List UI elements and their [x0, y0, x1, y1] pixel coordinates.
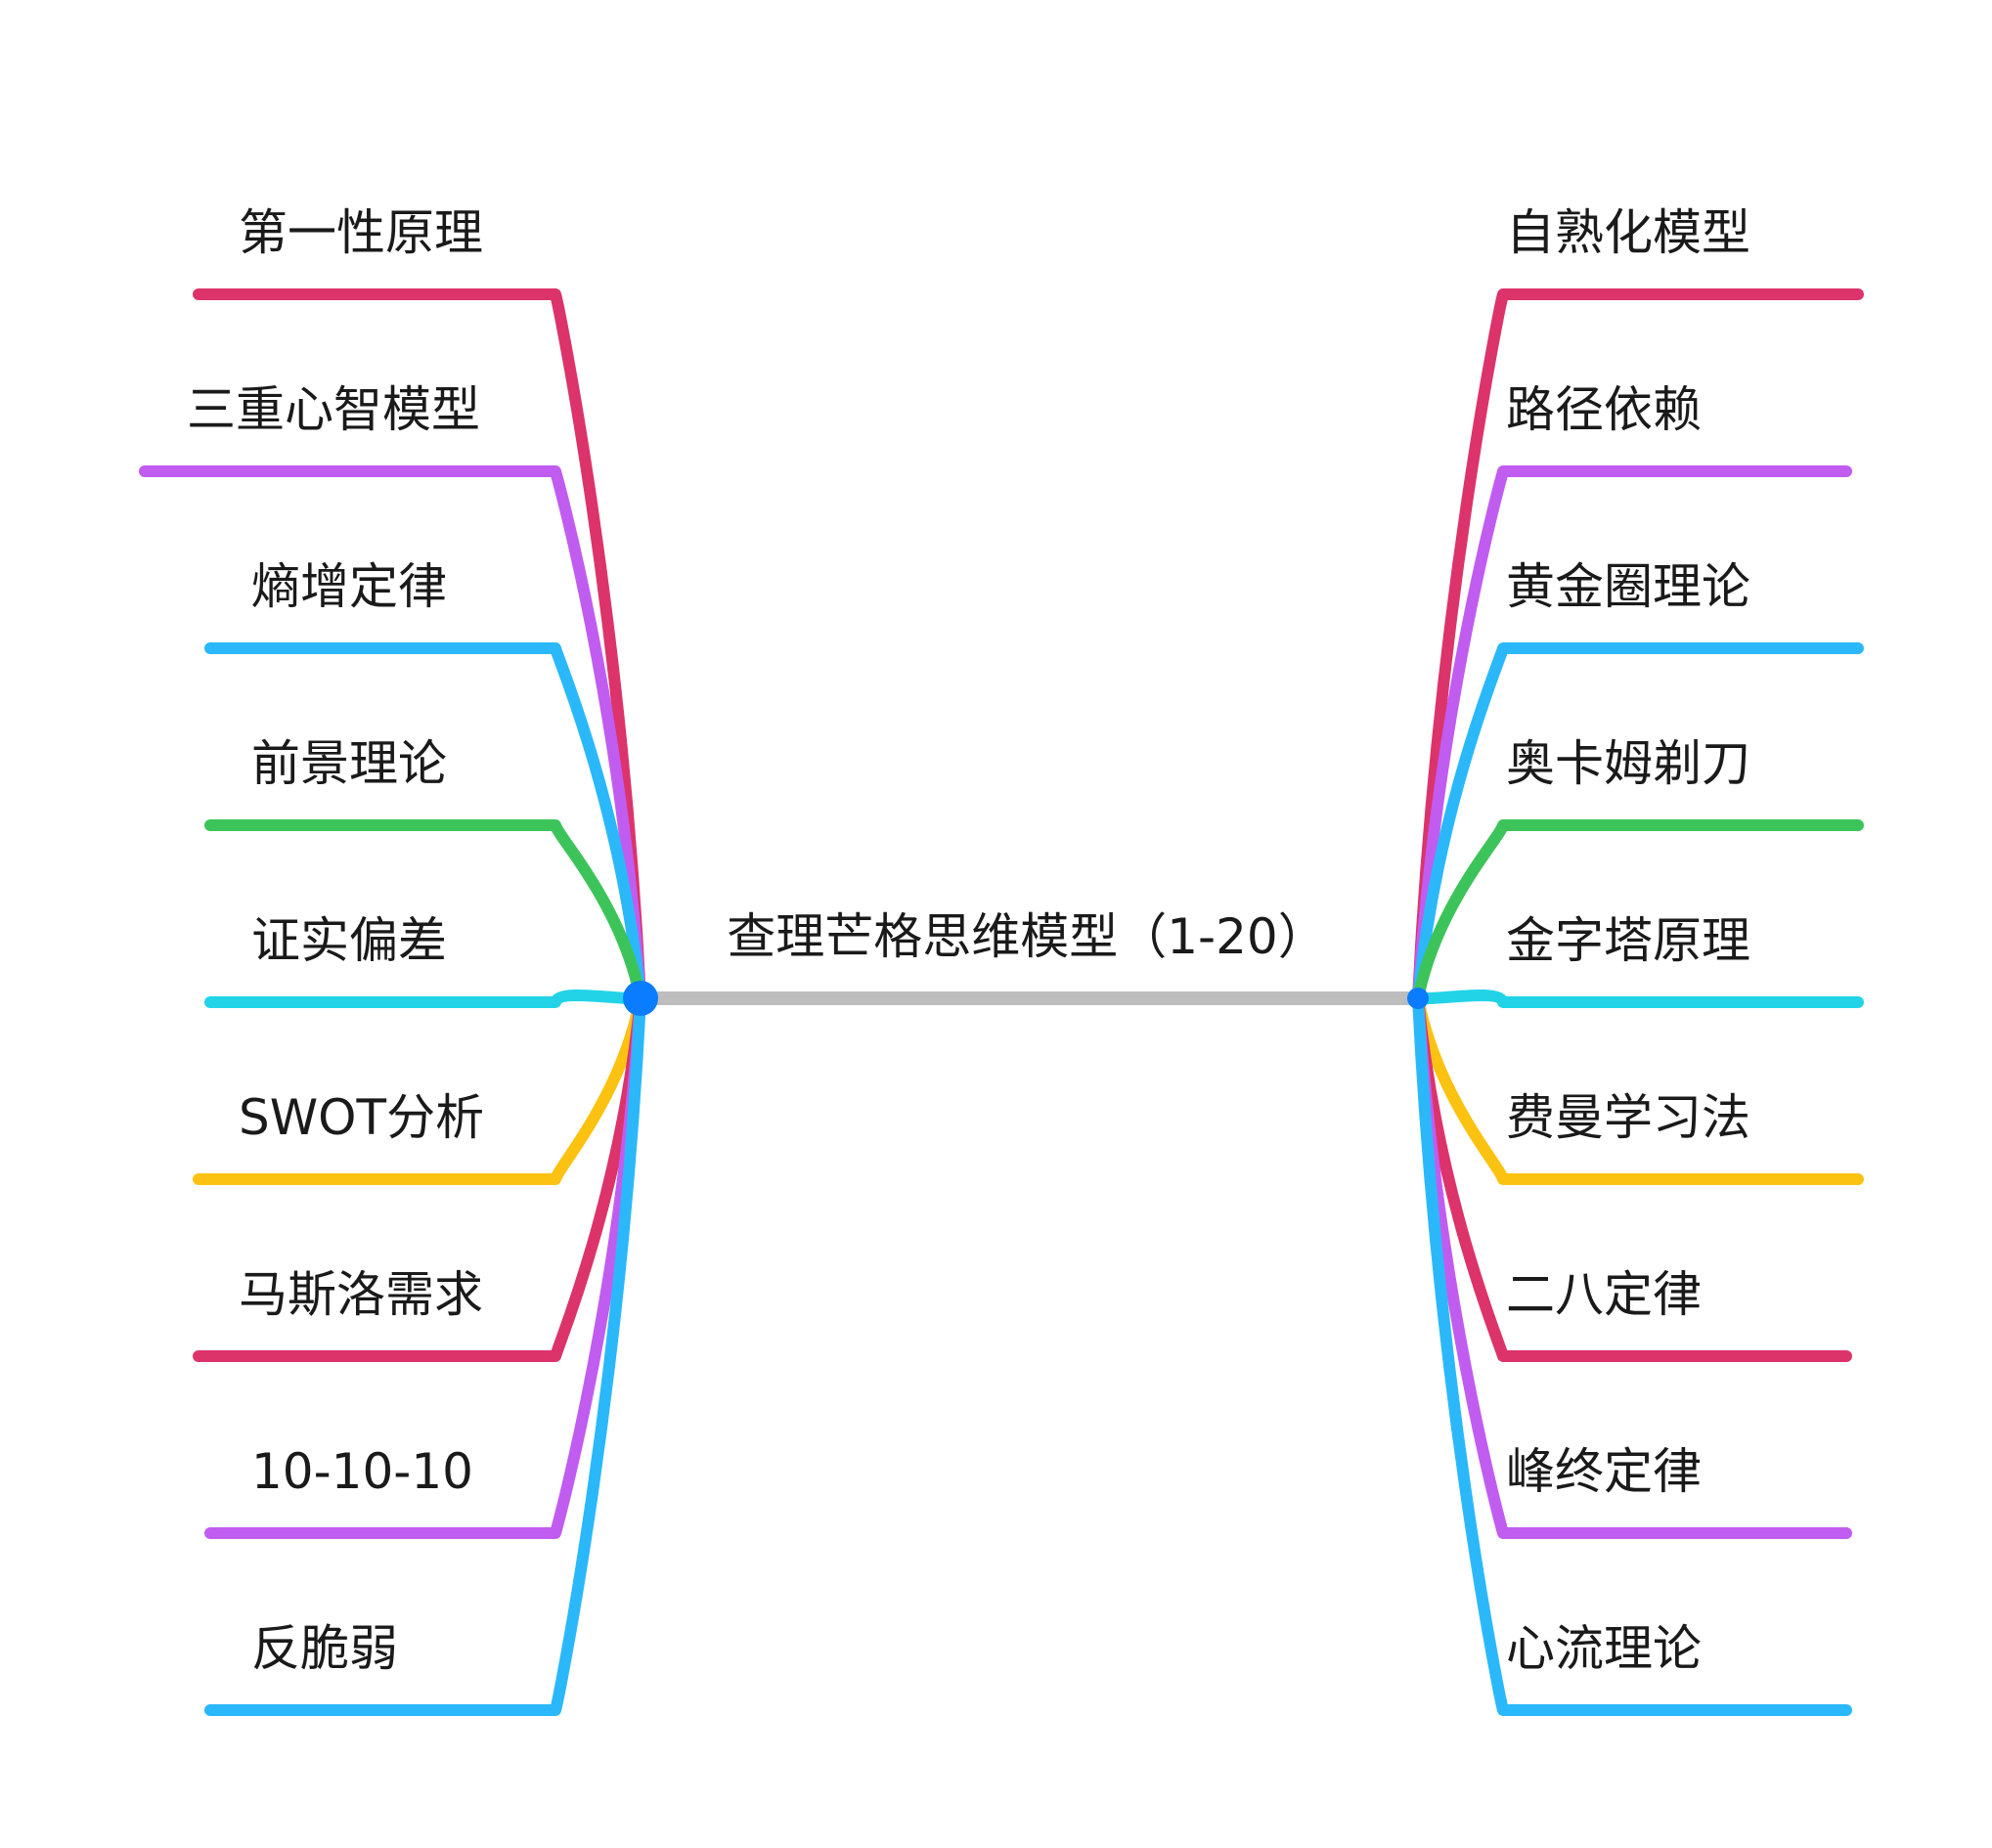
right-branch-label[interactable]: 黄金圈理论: [1506, 558, 1750, 615]
right-branch-line: [1412, 819, 1864, 1004]
right-branch-line: [1412, 287, 1864, 1004]
left-branch-line: [204, 819, 646, 1004]
left-branch-label[interactable]: 三重心智模型: [187, 381, 480, 438]
left-branch-label[interactable]: 前景理论: [251, 735, 447, 792]
right-branch-label[interactable]: 峰终定律: [1506, 1443, 1702, 1500]
left-branch-line: [193, 992, 646, 1362]
right-branch-line: [1412, 465, 1852, 1004]
right-branch-label[interactable]: 金字塔原理: [1506, 912, 1750, 969]
central-topic[interactable]: 查理芒格思维模型（1-20）: [727, 908, 1326, 965]
branches-layer: [139, 287, 1864, 1716]
right-hub-node: [1407, 988, 1429, 1009]
right-branch-label[interactable]: 奥卡姆剃刀: [1506, 735, 1750, 792]
right-branch-label[interactable]: 费曼学习法: [1506, 1089, 1750, 1146]
left-branch-label[interactable]: 反脆弱: [251, 1620, 398, 1677]
left-branch-label[interactable]: SWOT分析: [239, 1089, 484, 1146]
right-branch-label[interactable]: 二八定律: [1506, 1266, 1702, 1323]
left-branch-line: [193, 287, 646, 1004]
left-branch-label[interactable]: 熵增定律: [251, 558, 447, 615]
right-branch-label[interactable]: 路径依赖: [1506, 381, 1702, 438]
left-branch-label[interactable]: 10-10-10: [251, 1443, 473, 1500]
right-branch-line: [1412, 642, 1864, 1004]
right-branch-line: [1412, 992, 1852, 1362]
left-hub-node: [623, 981, 658, 1016]
left-branch-line: [204, 642, 646, 1004]
left-branch-line: [193, 992, 646, 1185]
left-branch-line: [204, 990, 646, 1009]
left-branch-label[interactable]: 马斯洛需求: [239, 1266, 483, 1323]
right-branch-label[interactable]: 自熟化模型: [1506, 204, 1750, 261]
right-branch-line: [1412, 990, 1864, 1009]
right-branch-line: [1412, 992, 1864, 1185]
left-branch-line: [204, 992, 646, 1716]
left-branch-line: [139, 465, 646, 1004]
left-branch-label[interactable]: 第一性原理: [239, 204, 483, 261]
left-branch-label[interactable]: 证实偏差: [251, 912, 447, 969]
right-branch-label[interactable]: 心流理论: [1506, 1620, 1702, 1677]
right-branch-line: [1412, 992, 1852, 1716]
